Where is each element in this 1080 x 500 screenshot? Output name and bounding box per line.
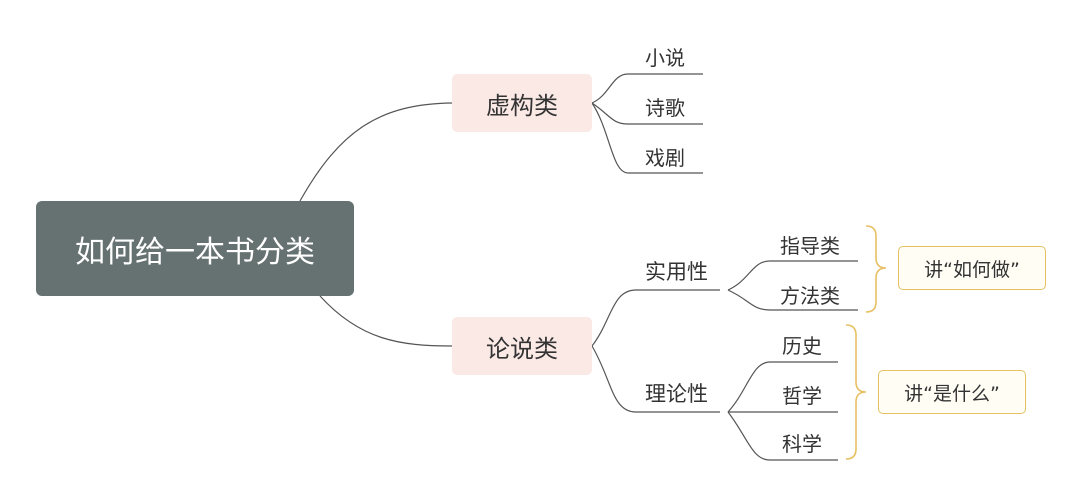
leaf-novel: 小说 xyxy=(645,45,685,70)
link-theoretical-science xyxy=(727,411,838,461)
leaf-philosophy: 哲学 xyxy=(782,383,822,408)
link-root-fiction xyxy=(299,102,453,202)
link-fiction-novel xyxy=(591,73,703,104)
category-fiction: 虚构类 xyxy=(452,74,592,132)
root-node: 如何给一本书分类 xyxy=(36,201,354,296)
brace-theoretical xyxy=(845,324,867,460)
leaf-history: 历史 xyxy=(782,333,822,358)
leaf-poetry: 诗歌 xyxy=(645,95,685,120)
link-fiction-drama xyxy=(591,102,703,174)
leaf-science: 科学 xyxy=(782,431,822,456)
link-theoretical-history xyxy=(727,361,838,413)
link-practical-method xyxy=(727,289,858,311)
link-fiction-poetry xyxy=(591,102,703,125)
link-argument-theoretical xyxy=(591,345,720,413)
note-practical: 讲“如何做” xyxy=(898,246,1046,290)
link-root-argument xyxy=(319,295,453,347)
category-argument: 论说类 xyxy=(452,317,592,375)
branch-practical: 实用性 xyxy=(645,260,708,284)
leaf-drama: 戏剧 xyxy=(645,145,685,170)
brace-practical xyxy=(865,225,887,313)
link-practical-guide xyxy=(727,260,858,291)
link-argument-practical xyxy=(591,289,720,347)
leaf-guide: 指导类 xyxy=(780,233,840,258)
branch-theoretical: 理论性 xyxy=(645,382,708,406)
leaf-method: 方法类 xyxy=(780,283,840,308)
note-theoretical: 讲“是什么” xyxy=(878,370,1026,414)
